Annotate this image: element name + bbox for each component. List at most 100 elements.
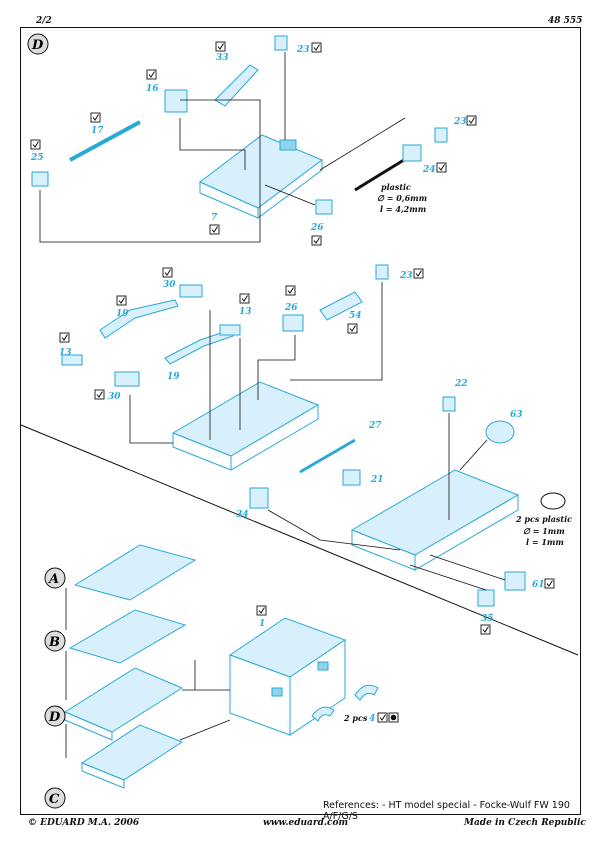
part-4a xyxy=(354,684,379,701)
box-right xyxy=(350,469,520,571)
page-number: 2/2 xyxy=(36,16,52,26)
note-diameter-2: ∅ = 1mm xyxy=(523,526,565,536)
check-23b xyxy=(466,115,477,126)
part-13b xyxy=(219,324,241,336)
check-54 xyxy=(347,323,358,334)
part-17 xyxy=(69,120,141,162)
label-61: 61 xyxy=(532,580,545,590)
leader-lines-bottom xyxy=(65,588,231,758)
box-part-7 xyxy=(199,134,323,219)
check-7 xyxy=(209,224,220,235)
footer-website[interactable]: www.eduard.com xyxy=(263,818,349,828)
label-1: 1 xyxy=(259,619,265,629)
fret-c xyxy=(80,724,184,789)
plastic-disc xyxy=(540,492,566,510)
part-19a xyxy=(99,299,179,339)
check-4a xyxy=(377,712,388,723)
svg-text:B: B xyxy=(48,635,60,650)
leader-lines-right xyxy=(267,413,506,591)
svg-text:A: A xyxy=(47,572,59,587)
check-13a xyxy=(59,332,70,343)
note-length-2: l = 1mm xyxy=(526,537,564,547)
part-23c xyxy=(375,264,389,280)
label-30a: 30 xyxy=(163,280,176,290)
check-4b-mark xyxy=(390,714,397,721)
label-35: 35 xyxy=(481,614,494,624)
check-30a xyxy=(162,267,173,278)
part-25 xyxy=(31,171,49,187)
part-19b xyxy=(164,329,234,365)
footer-origin: Made in Czech Republic xyxy=(464,818,586,828)
check-23a xyxy=(311,42,322,53)
sheet-code: 48 555 xyxy=(548,16,583,26)
note-plastic: plastic xyxy=(381,182,411,192)
part-4b xyxy=(311,706,335,722)
check-61 xyxy=(544,578,555,589)
check-35 xyxy=(480,624,491,635)
label-17: 17 xyxy=(91,126,104,136)
leader-lines-top xyxy=(39,52,406,243)
label-30b: 30 xyxy=(108,392,121,402)
check-30b xyxy=(94,389,105,400)
label-19b: 19 xyxy=(167,372,180,382)
badge-a: A xyxy=(44,567,66,589)
label-26a: 26 xyxy=(310,223,324,233)
label-34: 34 xyxy=(236,510,249,520)
note-2pcs: 2 pcs xyxy=(343,713,368,723)
note-length: l = 4,2mm xyxy=(380,204,426,214)
part-33 xyxy=(214,64,259,107)
part-54 xyxy=(319,291,363,321)
instruction-frame xyxy=(20,27,581,815)
label-54: 54 xyxy=(349,311,362,321)
note-plastic-2: 2 pcs plastic xyxy=(515,514,572,524)
box-middle xyxy=(171,381,320,471)
part-24 xyxy=(402,144,422,162)
part-61 xyxy=(504,571,526,591)
badge-b: B xyxy=(44,630,66,652)
part-23b xyxy=(434,127,448,143)
label-23b: 23 xyxy=(453,117,467,127)
section-d-top-label: D xyxy=(31,38,44,53)
badge-d: D xyxy=(44,705,66,727)
note-diameter: ∅ = 0,6mm xyxy=(377,193,427,203)
label-16: 16 xyxy=(146,84,159,94)
references: References: - HT model special - Focke-W… xyxy=(323,800,570,822)
section-d-top-badge xyxy=(27,33,49,55)
section-divider xyxy=(20,424,579,656)
part-35 xyxy=(477,589,495,607)
part-13a xyxy=(61,354,83,366)
check-1 xyxy=(256,605,267,616)
label-23c: 23 xyxy=(399,271,413,281)
part-21 xyxy=(342,469,361,486)
svg-text:C: C xyxy=(49,792,60,807)
check-23c xyxy=(413,268,424,279)
label-24: 24 xyxy=(422,165,436,175)
part-27 xyxy=(299,438,356,474)
part-16 xyxy=(164,89,188,113)
label-26b: 26 xyxy=(284,303,298,313)
label-25: 25 xyxy=(30,153,44,163)
label-4: 4 xyxy=(369,714,375,724)
check-16 xyxy=(146,69,157,80)
label-22: 22 xyxy=(454,379,468,389)
label-27: 27 xyxy=(368,421,382,431)
label-21: 21 xyxy=(370,475,384,485)
label-33: 33 xyxy=(216,53,229,63)
part-30b xyxy=(114,371,140,387)
label-13b: 13 xyxy=(239,307,252,317)
part-26a xyxy=(315,199,333,215)
leader-lines-middle xyxy=(129,282,383,444)
check-13b xyxy=(239,293,250,304)
fret-d xyxy=(63,667,184,741)
check-24 xyxy=(436,162,447,173)
fret-a xyxy=(73,544,197,601)
label-23a: 23 xyxy=(296,45,310,55)
check-17 xyxy=(90,112,101,123)
part-22 xyxy=(442,396,456,412)
part-34 xyxy=(249,487,269,509)
footer-copyright: © EDUARD M.A. 2006 xyxy=(28,818,140,828)
label-63: 63 xyxy=(510,410,523,420)
badge-c: C xyxy=(44,787,66,809)
check-25 xyxy=(30,139,41,150)
